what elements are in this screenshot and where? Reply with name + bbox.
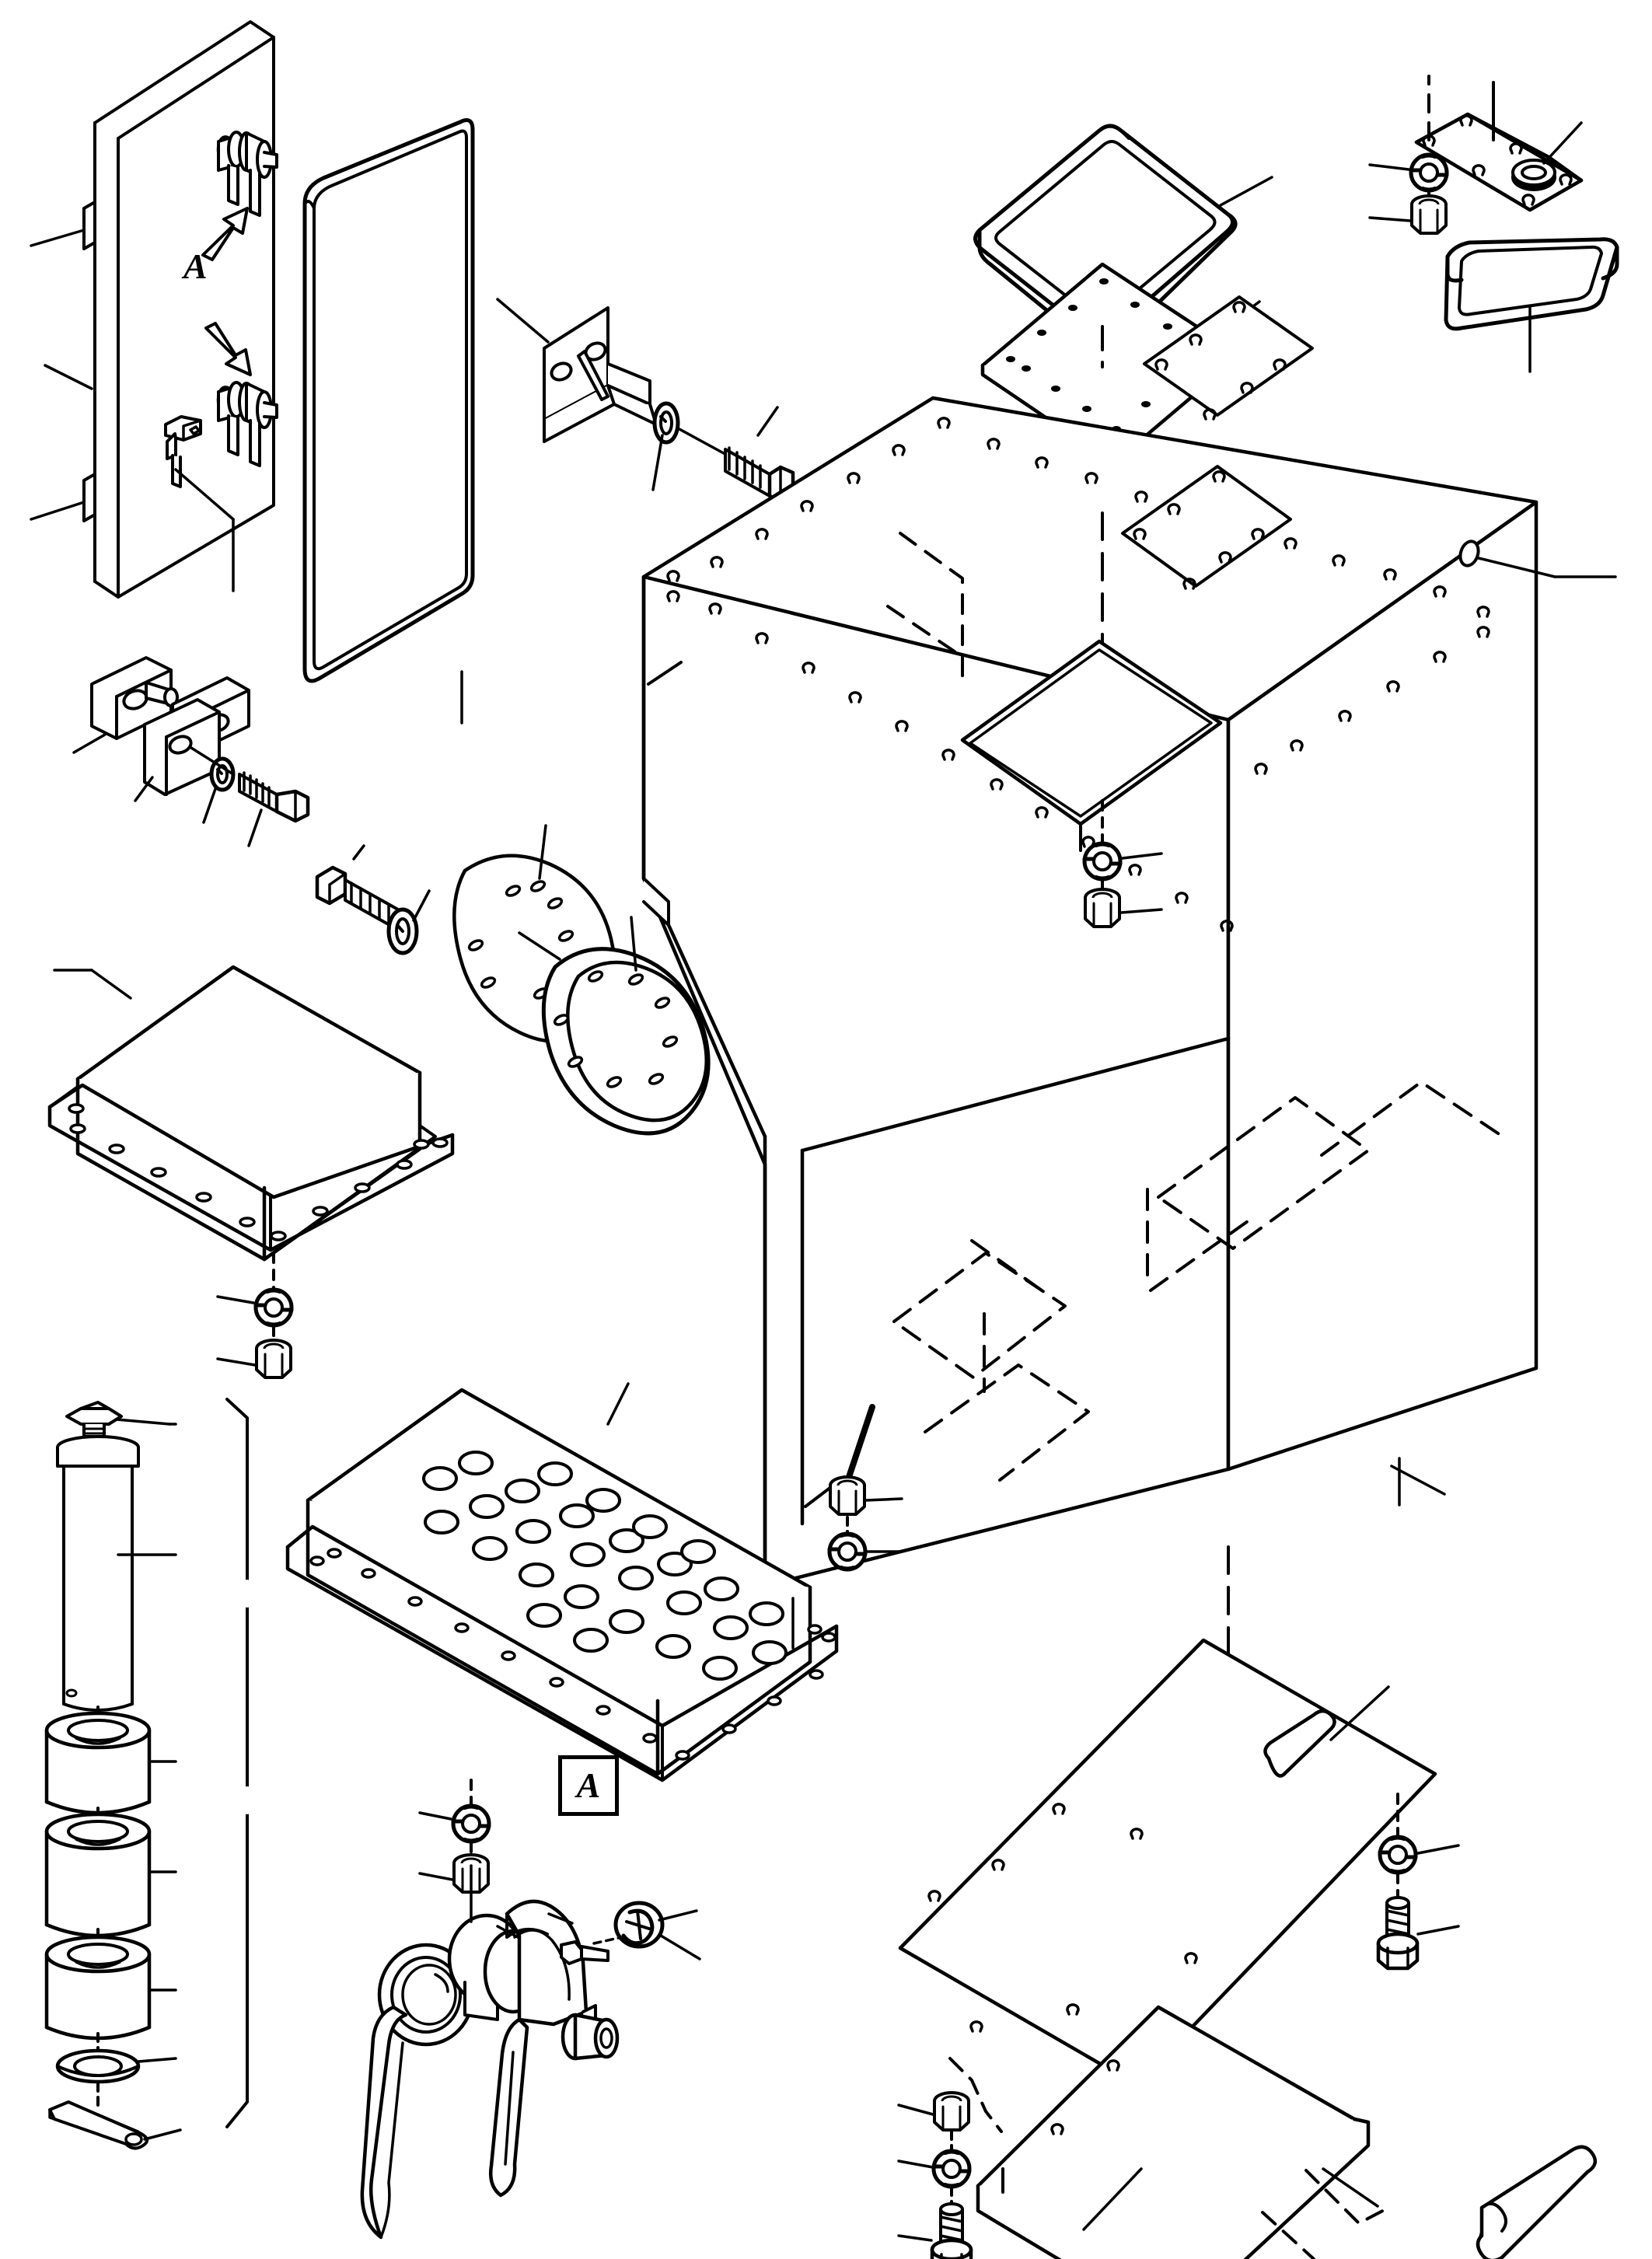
- hinge-leaf-upper: [82, 201, 96, 250]
- hinge-leaf-lower: [82, 473, 96, 522]
- angle-bracket: [496, 298, 658, 443]
- access-panel-hex-bolt[interactable]: [1378, 1898, 1460, 1968]
- round-cover-flat-washer: [386, 889, 431, 955]
- bottom-panel-hex-nut[interactable]: [897, 2091, 970, 2132]
- small-cover-plate-lower: [1121, 465, 1292, 590]
- upper-right-hex-nut[interactable]: [1368, 194, 1448, 235]
- round-cover-hex-bolt: [315, 844, 400, 931]
- hinge-hex-bolt: [190, 746, 310, 847]
- grease-fitting: [65, 1401, 177, 1438]
- vent-box-lock-washer-left[interactable]: [418, 1806, 489, 1842]
- elongated-gasket: [1444, 237, 1619, 373]
- rubber-grommet: [1511, 159, 1556, 191]
- detail-a-t-handle-assembly: [360, 1864, 701, 2240]
- small-cover-plate-upper: [1143, 295, 1314, 421]
- equipment-box-lock-washer[interactable]: [216, 1290, 292, 1325]
- vent-box: [285, 1382, 839, 1782]
- lower-access-panel: [898, 1638, 1437, 2087]
- bushing-lower-sleeve: [44, 1935, 177, 2041]
- bushing-upper-sleeve: [44, 1711, 177, 1815]
- top-center-lock-washer[interactable]: [1084, 843, 1163, 879]
- detail-arrow-up: [201, 207, 249, 261]
- bottom-panel-hex-bolt[interactable]: [897, 2204, 971, 2259]
- equipment-box: [47, 965, 455, 1262]
- lifting-eye-hole: [1458, 539, 1617, 578]
- hinge-pin: [56, 1435, 177, 1712]
- hinge-pin-flat-washer: [55, 2048, 177, 2084]
- detail-marker-a: A: [558, 1755, 619, 1816]
- top-center-hex-nut[interactable]: [1084, 888, 1163, 928]
- key-lock-cylinder: [164, 415, 235, 592]
- t-handle-latch-upper: [216, 131, 278, 217]
- door-gasket: [302, 118, 475, 724]
- access-panel-lock-washer[interactable]: [1380, 1837, 1460, 1873]
- round-ring-gasket: [541, 916, 711, 1136]
- enclosure-body: [641, 295, 1617, 1588]
- cylindrical-spacer: [1476, 2145, 1598, 2259]
- cabinet-stud-hex-nut[interactable]: [829, 1475, 903, 1516]
- detail-arrow-down: [204, 322, 252, 376]
- t-handle-latch-lower: [216, 381, 278, 467]
- bracket-hex-bolt: [676, 406, 795, 504]
- bottom-panel-lock-washer[interactable]: [897, 2151, 969, 2187]
- cabinet-stud-lock-washer[interactable]: [829, 1534, 903, 1569]
- barrel-spacer: [561, 2013, 620, 2061]
- square-gasket: [973, 124, 1273, 354]
- door-panel: [30, 20, 275, 599]
- vent-box-hex-nut-left[interactable]: [418, 1853, 490, 1894]
- rectangular-plate: [1414, 81, 1584, 212]
- equipment-box-hex-nut[interactable]: [216, 1339, 292, 1379]
- bracket-flat-washer: [651, 401, 680, 491]
- retaining-clip: [613, 1901, 665, 1949]
- bushing-middle-sleeve: [44, 1812, 177, 1938]
- detail-arrow-label-a: A: [183, 246, 208, 286]
- bottom-panel: [976, 2005, 1379, 2259]
- cotter-pin: [48, 2100, 182, 2150]
- upper-right-lock-washer[interactable]: [1368, 155, 1447, 190]
- hinge-pin-bracket-frame: [225, 1398, 250, 2128]
